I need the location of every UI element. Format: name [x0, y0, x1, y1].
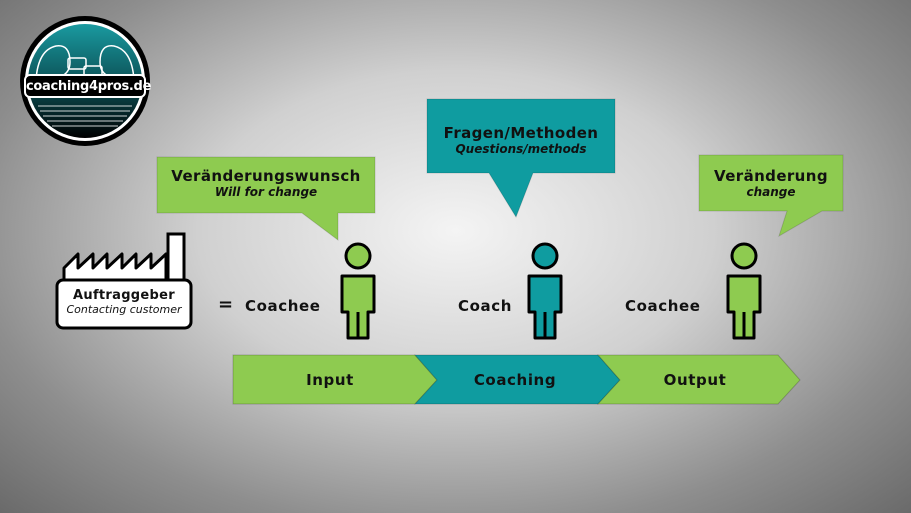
bubble-3-sub: change	[746, 185, 796, 199]
bubble-3-main: Veränderung	[714, 167, 828, 185]
equals-sign: =	[218, 294, 234, 315]
bubble-2-text: Fragen/Methoden Questions/methods	[427, 124, 615, 156]
bubble-2-main: Fragen/Methoden	[443, 124, 599, 142]
step-output: Output	[663, 371, 727, 389]
bubble-3-text: Veränderung change	[699, 167, 843, 199]
bubble-1-text: Veränderungswunsch Will for change	[157, 167, 375, 199]
bubble-will-for-change	[156, 156, 376, 241]
brand-name: coaching4pros.de	[24, 74, 151, 98]
factory-icon	[55, 232, 193, 330]
coachee-person-icon-2	[726, 242, 762, 340]
bubble-1-main: Veränderungswunsch	[171, 167, 361, 185]
bubble-1-sub: Will for change	[214, 185, 318, 199]
brand-logo: coaching4pros.de	[18, 14, 152, 148]
step-input: Input	[306, 371, 354, 389]
coachee-person-icon	[340, 242, 376, 340]
process-arrow	[232, 354, 801, 405]
client-label: Auftraggeber Contacting customer	[59, 288, 189, 316]
coachee-label-1: Coachee	[245, 297, 321, 315]
client-title: Auftraggeber	[73, 288, 175, 303]
bubble-change	[698, 154, 844, 238]
client-subtitle: Contacting customer	[66, 303, 182, 316]
logo-icon	[20, 16, 150, 146]
step-coaching: Coaching	[473, 371, 557, 389]
coachee-label-2: Coachee	[625, 297, 701, 315]
coach-label: Coach	[458, 297, 513, 315]
bubble-2-sub: Questions/methods	[455, 142, 587, 156]
bubble-questions-methods	[426, 98, 616, 219]
coach-person-icon	[527, 242, 563, 340]
